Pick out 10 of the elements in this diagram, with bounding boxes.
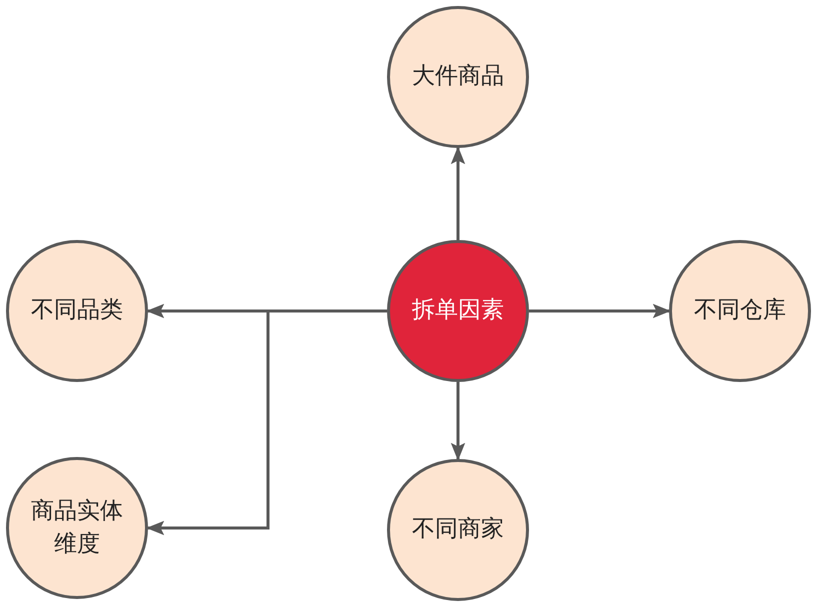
node-label: 不同品类 <box>31 296 123 326</box>
node-label: 不同商家 <box>412 515 504 544</box>
node-label: 商品实体维度 <box>30 496 124 559</box>
arrow <box>450 382 466 461</box>
arrow <box>146 310 387 536</box>
arrow <box>450 146 466 240</box>
node-label: 不同仓库 <box>694 296 786 326</box>
node-label: 拆单因素 <box>412 296 504 326</box>
node-label: 大件商品 <box>412 62 504 92</box>
arrow <box>529 304 671 318</box>
